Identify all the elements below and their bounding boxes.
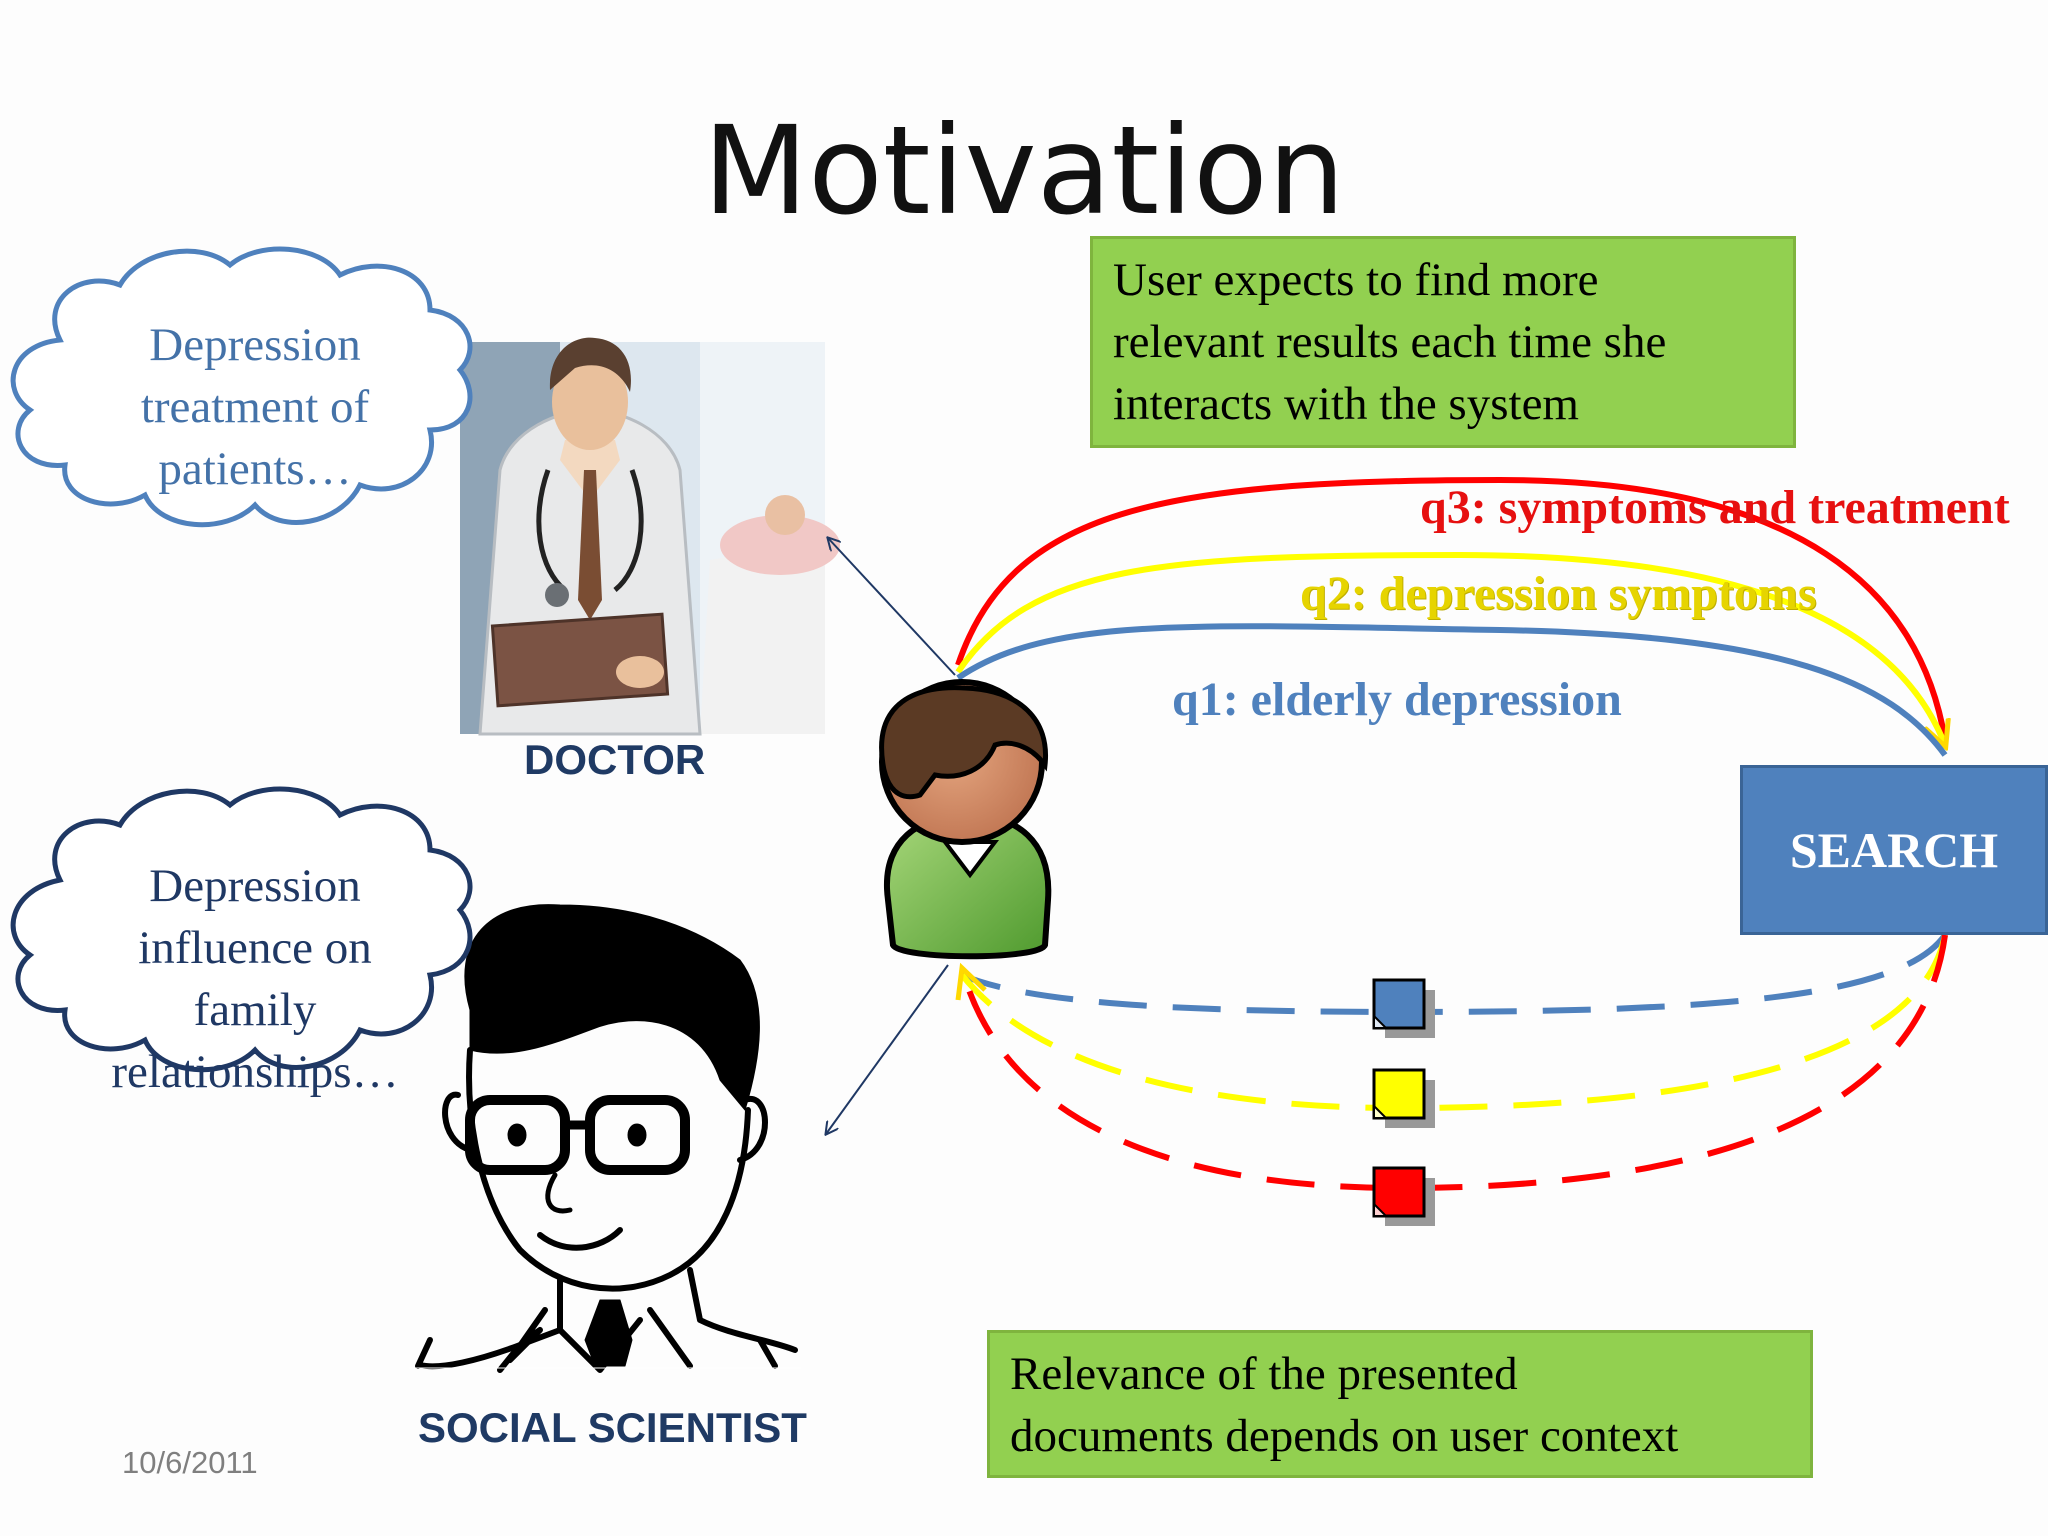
query-q3-label: q3: symptoms and treatment [1420, 481, 2010, 534]
arrow-to-doctor [828, 538, 956, 676]
document-icon [1372, 1166, 1435, 1226]
query-q1-label: q1: elderly depression [1172, 673, 1622, 726]
query-q2-label: q2: depression symptoms [1300, 567, 1817, 620]
document-icon [1372, 1068, 1435, 1128]
thought-line: Depression [149, 319, 361, 371]
doctor-illustration [460, 337, 840, 736]
result-arc-q3 [959, 934, 1948, 1192]
result-arc-q2 [959, 934, 1948, 1112]
thought-cloud-doctor [10, 246, 473, 528]
doctor-thought-text: Depression treatment of patients… [100, 314, 410, 500]
arrow-to-social-scientist [826, 964, 949, 1134]
result-arc-q1 [960, 933, 1948, 1016]
social-scientist-label: SOCIAL SCIENTIST [418, 1404, 807, 1451]
thought-line: relationships… [111, 1046, 399, 1098]
callout-line: documents depends on user context [1010, 1410, 1679, 1462]
thought-cloud-social-scientist [10, 786, 473, 1073]
slide-date: 10/6/2011 [122, 1445, 258, 1480]
thought-line: patients… [158, 443, 352, 495]
thought-line: Depression [149, 860, 361, 912]
arc-q1 [956, 623, 1948, 757]
thought-line: family [193, 984, 317, 1036]
arc-q3 [955, 476, 1948, 741]
callout-line: Relevance of the presented [1010, 1348, 1518, 1400]
document-icon [1372, 978, 1435, 1038]
search-button[interactable]: SEARCH [1740, 765, 2048, 935]
thought-line: influence on [138, 922, 372, 974]
callout-line: interacts with the system [1113, 378, 1579, 430]
callout-relevance-context: Relevance of the presented documents dep… [987, 1330, 1813, 1478]
callout-user-expectation: User expects to find more relevant resul… [1090, 236, 1796, 448]
doctor-label: DOCTOR [524, 736, 706, 783]
thought-line: treatment of [140, 381, 370, 433]
result-arrowhead [955, 962, 987, 1001]
arc-q2 [955, 551, 1945, 745]
user-icon [879, 679, 1052, 960]
callout-line: User expects to find more [1113, 254, 1599, 306]
social-scientist-illustration [409, 904, 801, 1373]
slide-title: Motivation [702, 100, 1346, 242]
social-scientist-thought-text: Depression influence on family relations… [90, 855, 420, 1103]
callout-line: relevant results each time she [1113, 316, 1667, 368]
